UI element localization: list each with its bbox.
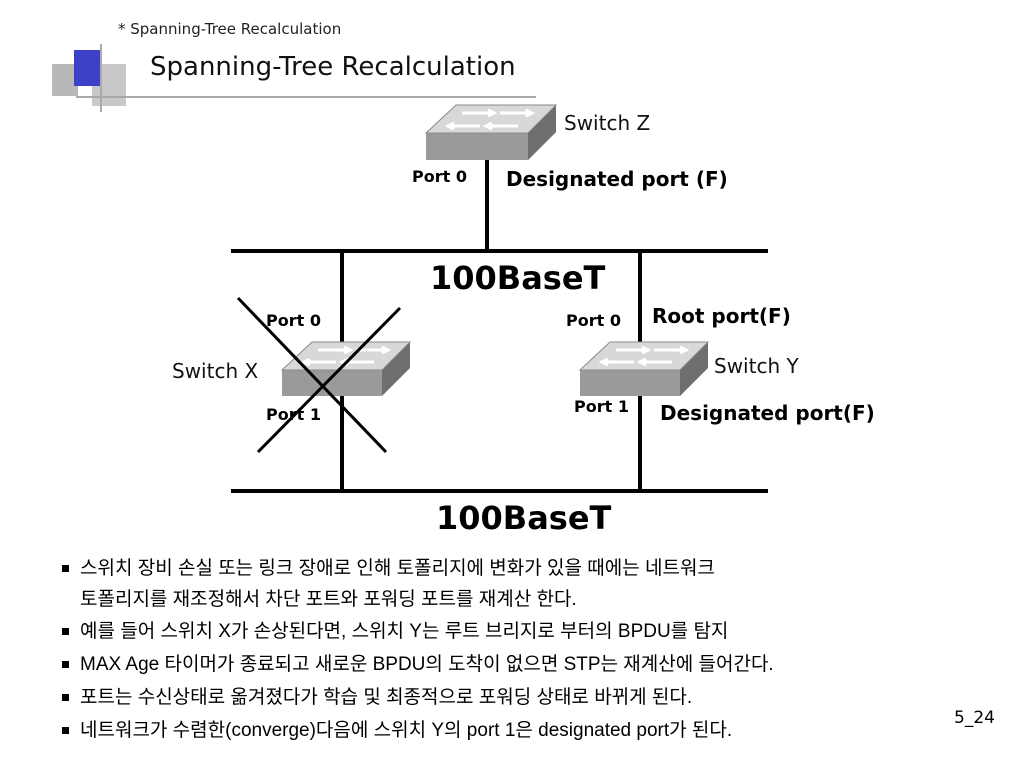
title-decoration-gray-square xyxy=(52,64,78,96)
switch-z-port0-role: Designated port (F) xyxy=(506,167,728,191)
switch-y-port1-label: Port 1 xyxy=(574,397,629,416)
switch-y-label: Switch Y xyxy=(714,354,799,378)
bullet-text: 포트는 수신상태로 옮겨졌다가 학습 및 최종적으로 포워딩 상태로 바뀌게 된… xyxy=(80,687,693,708)
bullet-text: MAX Age 타이머가 종료되고 새로운 BPDU의 도착이 없으면 STP는… xyxy=(80,654,774,675)
bullet-text-continuation: 토폴리지를 재조정해서 차단 포트와 포워딩 포트를 재계산 한다. xyxy=(80,589,577,610)
page-number: 5_24 xyxy=(954,708,995,728)
switch-z-port0-label: Port 0 xyxy=(412,167,467,186)
switch-y-icon xyxy=(578,341,710,396)
bullet-text: 예를 들어 스위치 X가 손상된다면, 스위치 Y는 루트 브리지로 부터의 B… xyxy=(80,621,729,642)
bullet-text: 스위치 장비 손실 또는 링크 장애로 인해 토폴리지에 변화가 있을 때에는 … xyxy=(80,558,715,579)
page-title: Spanning-Tree Recalculation xyxy=(150,52,516,82)
failure-cross-icon xyxy=(236,296,402,454)
switch-x-icon xyxy=(280,341,412,396)
bullet-item: 예를 들어 스위치 X가 손상된다면, 스위치 Y는 루트 브리지로 부터의 B… xyxy=(62,615,982,648)
network-diagram: Switch Z Port 0 Designated port (F) 100B… xyxy=(172,104,875,537)
title-decoration-vertical-line xyxy=(100,44,102,112)
segment-top-label: 100BaseT xyxy=(430,259,606,297)
switch-y-port0-label: Port 0 xyxy=(566,311,621,330)
bullet-item: 네트워크가 수렴한(converge)다음에 스위치 Y의 port 1은 de… xyxy=(62,714,982,747)
diagram-canvas xyxy=(231,104,768,493)
switch-z-icon xyxy=(424,104,558,160)
switch-x-label: Switch X xyxy=(172,359,259,383)
segment-bottom-label: 100BaseT xyxy=(436,499,612,537)
switch-x-port0-label: Port 0 xyxy=(266,311,321,330)
bullet-item: MAX Age 타이머가 종료되고 새로운 BPDU의 도착이 없으면 STP는… xyxy=(62,648,982,681)
switch-y-port0-role: Root port(F) xyxy=(652,304,791,328)
switch-x-port1-label: Port 1 xyxy=(266,405,321,424)
switch-y-port1-role: Designated port(F) xyxy=(660,401,875,425)
bullet-item: 스위치 장비 손실 또는 링크 장애로 인해 토폴리지에 변화가 있을 때에는 … xyxy=(62,552,982,615)
bullet-list: 스위치 장비 손실 또는 링크 장애로 인해 토폴리지에 변화가 있을 때에는 … xyxy=(62,552,982,747)
breadcrumb: * Spanning-Tree Recalculation xyxy=(118,20,342,38)
bullet-item: 포트는 수신상태로 옮겨졌다가 학습 및 최종적으로 포워딩 상태로 바뀌게 된… xyxy=(62,681,982,714)
bullet-text: 네트워크가 수렴한(converge)다음에 스위치 Y의 port 1은 de… xyxy=(80,720,733,741)
title-underline xyxy=(76,96,536,98)
title-decoration-blue-square xyxy=(74,50,100,86)
switch-z-label: Switch Z xyxy=(564,111,651,135)
